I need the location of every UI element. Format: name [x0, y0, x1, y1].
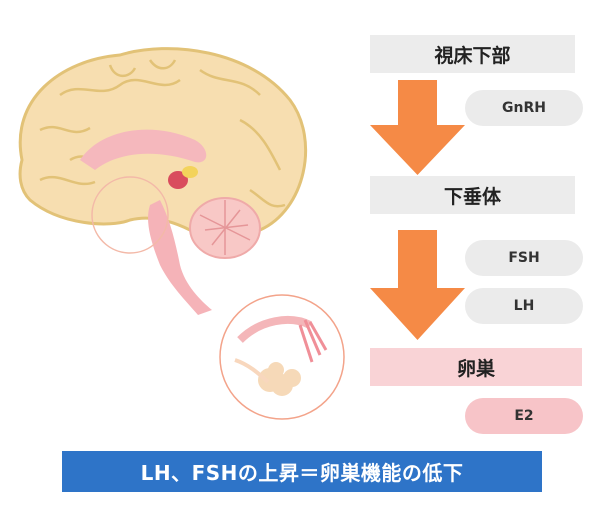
ligament	[234, 358, 270, 384]
fsh-pill: FSH	[465, 240, 583, 276]
pituitary-box: 下垂体	[370, 176, 575, 214]
down-arrow-1	[370, 80, 465, 175]
gnrh-pill: GnRH	[465, 90, 583, 126]
ovary-cells	[258, 362, 301, 396]
corpus-callosum	[80, 129, 207, 170]
hypothalamus-box: 視床下部	[370, 35, 575, 73]
conclusion-banner: LH、FSHの上昇＝卵巣機能の低下	[62, 451, 542, 492]
ovary-detail-circle	[219, 294, 345, 420]
zoom-circle-small	[91, 176, 169, 254]
brain-illustration	[18, 47, 345, 420]
pituitary-region	[182, 166, 198, 178]
fallopian-tube	[237, 316, 312, 343]
e2-pill: E2	[465, 398, 583, 434]
hypothalamus-region	[168, 171, 188, 189]
fimbriae	[298, 319, 328, 363]
ovary-box: 卵巣	[370, 348, 582, 386]
brain-stem	[148, 200, 212, 315]
cerebellum-folds	[199, 200, 251, 255]
down-arrow-2	[370, 230, 465, 340]
lh-pill: LH	[465, 288, 583, 324]
